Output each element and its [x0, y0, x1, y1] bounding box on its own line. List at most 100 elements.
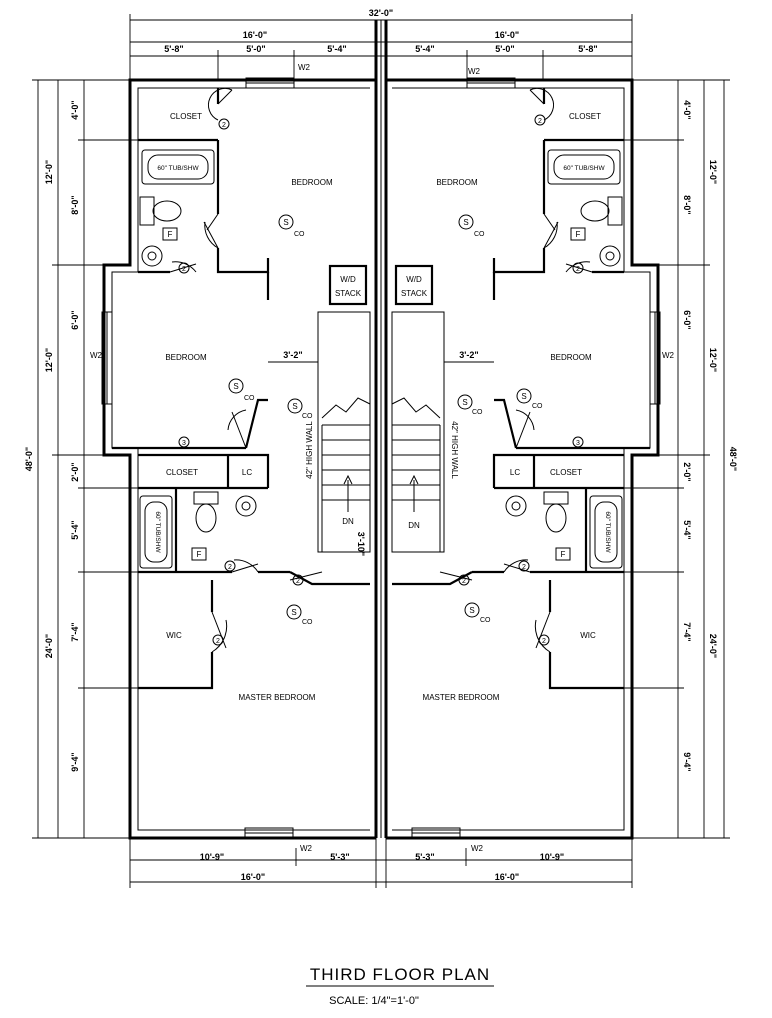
- svg-text:F: F: [576, 230, 581, 239]
- svg-text:STACK: STACK: [335, 289, 362, 298]
- smoke-detector-right-2: [516, 388, 532, 404]
- svg-text:F: F: [197, 550, 202, 559]
- toilet-tank-left-lower: [193, 491, 219, 505]
- svg-text:S: S: [462, 398, 467, 407]
- top-left-seg-3: 5'-4": [327, 44, 346, 54]
- sink-left-upper: [141, 245, 163, 267]
- door-tag-right-5: [458, 574, 470, 586]
- side-inner-3-left: 6'-0": [70, 310, 80, 329]
- svg-text:2: 2: [542, 638, 546, 645]
- svg-text:CO: CO: [302, 619, 313, 626]
- bottom-right-half-dim: 16'-0": [495, 872, 519, 882]
- side-big-3-left: 24'-0": [44, 634, 54, 658]
- svg-text:F: F: [168, 230, 173, 239]
- top-left-seg-2: 5'-0": [246, 44, 265, 54]
- svg-text:CO: CO: [480, 617, 491, 624]
- svg-text:2: 2: [222, 122, 226, 129]
- svg-text:2: 2: [182, 266, 186, 273]
- side-big-2-right: 12'-0": [708, 348, 718, 372]
- window-tag-bottom-left: W2: [300, 844, 313, 853]
- svg-text:CO: CO: [302, 413, 313, 420]
- svg-text:3: 3: [576, 440, 580, 447]
- stair-left: [317, 311, 371, 553]
- door-tag-left-6: [212, 634, 224, 646]
- tub-shower-right-lower: [589, 495, 623, 569]
- bedroom-label-left-middle: BEDROOM: [165, 353, 207, 362]
- svg-text:S: S: [283, 218, 288, 227]
- side-inner-2-left: 8'-0": [70, 195, 80, 214]
- toilet-tank-left-upper: [139, 196, 155, 226]
- door-tag-right-6: [538, 634, 550, 646]
- side-inner-6-left: 7'-4": [70, 622, 80, 641]
- window-tag-left: W2: [90, 351, 103, 360]
- toilet-tank-right-upper: [607, 196, 623, 226]
- bottom-left-half-dim: 16'-0": [241, 872, 265, 882]
- svg-text:3: 3: [182, 440, 186, 447]
- svg-text:S: S: [291, 608, 296, 617]
- side-inner-5-right: 5'-4": [682, 520, 692, 539]
- fan-box-left-lower: [191, 547, 207, 561]
- left-dimensions: 48'-0" 12'-0" 12'-0" 24'-0" 4'-0" 8'-0" …: [24, 79, 138, 839]
- stair-right: [391, 311, 445, 553]
- bottom-right-seg-2: 10'-9": [540, 852, 564, 862]
- tub-label-left-upper: 60" TUB/SHW: [157, 165, 199, 172]
- fan-box-right-lower: [555, 547, 571, 561]
- toilet-right-upper: [580, 200, 610, 222]
- top-left-seg-1: 5'-8": [164, 44, 183, 54]
- svg-text:S: S: [521, 392, 526, 401]
- fan-box-right-upper: [570, 227, 586, 241]
- side-big-2-left: 12'-0": [44, 348, 54, 372]
- side-inner-4-right: 2'-0": [682, 462, 692, 481]
- wall-note-left: 42" HIGH WALL: [305, 421, 314, 479]
- top-right-half-dim: 16'-0": [495, 30, 519, 40]
- svg-text:S: S: [463, 218, 468, 227]
- svg-text:CO: CO: [532, 403, 543, 410]
- side-inner-7-right: 9'-4": [682, 752, 692, 771]
- side-inner-6-right: 7'-4": [682, 622, 692, 641]
- smoke-detector-left-1: [278, 214, 294, 230]
- svg-text:2: 2: [576, 266, 580, 273]
- bottom-left-seg-1: 10'-9": [200, 852, 224, 862]
- closet-label-right-hall: CLOSET: [550, 468, 582, 477]
- door-tag-right-3: [572, 436, 584, 448]
- svg-text:S: S: [292, 402, 297, 411]
- side-inner-7-left: 9'-4": [70, 752, 80, 771]
- bottom-right-seg-1: 5'-3": [415, 852, 434, 862]
- stair-dn-left: DN: [342, 517, 354, 526]
- door-tag-right-1: [534, 114, 546, 126]
- tub-label-right-lower: 60" TUB/SHW: [604, 511, 611, 553]
- lc-label-left: LC: [242, 468, 252, 477]
- top-right-seg-3: 5'-8": [578, 44, 597, 54]
- overall-depth-dim-right: 48'-0": [728, 447, 738, 471]
- svg-text:2: 2: [228, 564, 232, 571]
- wic-label-right: WIC: [580, 631, 596, 640]
- left-unit: 60" TUB/SHW F CLOSET BEDROOM BEDROOM CLO…: [112, 87, 371, 702]
- smoke-detector-left-3: [287, 398, 303, 414]
- svg-text:2: 2: [522, 564, 526, 571]
- window-tag-top-left: W2: [298, 63, 311, 72]
- toilet-tank-right-lower: [543, 491, 569, 505]
- side-inner-1-right: 4'-0": [682, 100, 692, 119]
- drawing-scale: SCALE: 1/4"=1'-0": [329, 995, 419, 1007]
- svg-text:2: 2: [296, 578, 300, 585]
- overall-depth-dim-left: 48'-0": [24, 447, 34, 471]
- sink-left-lower: [235, 495, 257, 517]
- wic-label-left: WIC: [166, 631, 182, 640]
- side-big-1-left: 12'-0": [44, 160, 54, 184]
- svg-text:CO: CO: [244, 395, 255, 402]
- toilet-left-lower: [195, 503, 217, 533]
- svg-text:STACK: STACK: [401, 289, 428, 298]
- side-big-1-right: 12'-0": [708, 160, 718, 184]
- side-inner-1-left: 4'-0": [70, 100, 80, 119]
- door-tag-left-2: [178, 262, 190, 274]
- side-inner-2-right: 8'-0": [682, 195, 692, 214]
- stair-dn-right: DN: [408, 521, 420, 530]
- overall-width-dim: 32'-0": [369, 8, 393, 18]
- smoke-detector-left-4: [286, 604, 302, 620]
- side-inner-5-left: 5'-4": [70, 520, 80, 539]
- stair-clear-dim: 3'-10": [356, 532, 366, 556]
- sink-right-lower: [505, 495, 527, 517]
- exterior-walls: [102, 20, 660, 840]
- svg-text:2: 2: [462, 578, 466, 585]
